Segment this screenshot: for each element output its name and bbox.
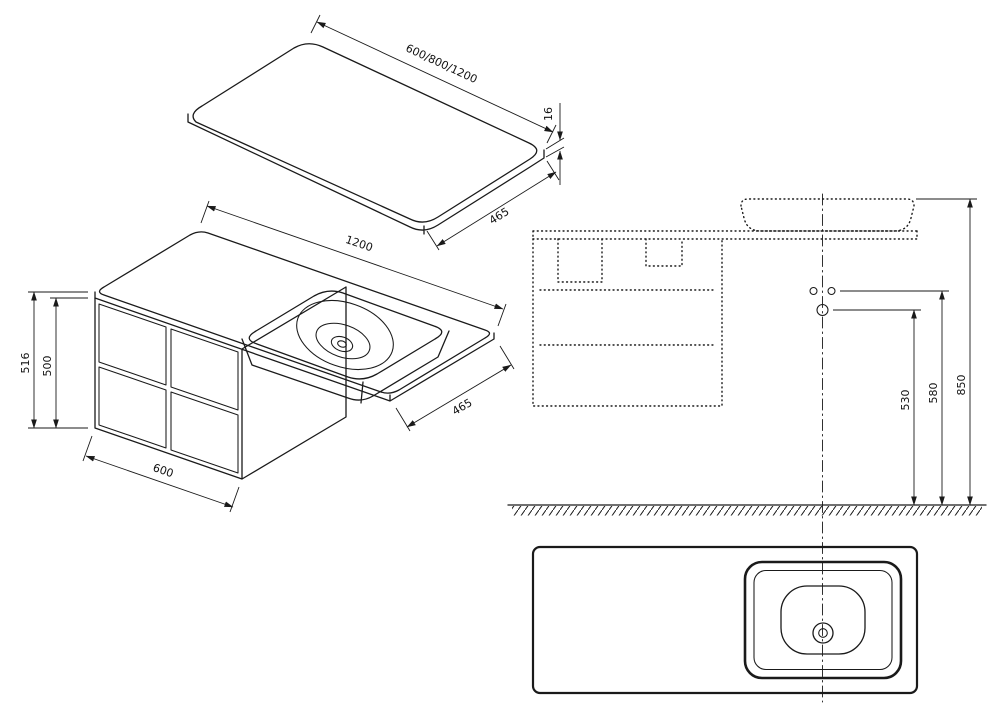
drain-inner: [337, 340, 347, 348]
thickness-extension-lines: [545, 137, 565, 158]
dim-label-width-options: 600/800/1200: [404, 42, 480, 86]
floor-hatch: [512, 506, 982, 516]
sink-rim: [248, 290, 443, 380]
dim-label-outlet-height: 530: [899, 390, 912, 411]
dim-label-width: 1200: [344, 233, 375, 254]
depth-dimension-line: [406, 364, 512, 428]
drain-outer: [330, 335, 354, 353]
drain-plan-outer: [812, 622, 834, 644]
cabinet-hidden-outline: [532, 238, 723, 407]
sink-body-edges: [241, 330, 450, 404]
width-dimension-line: [316, 21, 554, 133]
depth-extension-lines: [395, 345, 515, 432]
cabinet-width-extension-lines: [82, 435, 240, 513]
front-elevation-view: 530 580 850: [507, 193, 987, 703]
plan-view: [531, 545, 919, 695]
dim-label-cabinet-width: 600: [151, 461, 175, 480]
width-extension-lines: [200, 200, 507, 327]
mixer-hole-right: [827, 286, 836, 296]
cabinet-hidden-details: [539, 238, 715, 346]
vanity-isometric-view: 1200 516 500 600 465: [19, 200, 515, 513]
width-dimension-line: [206, 205, 504, 310]
countertop-plan-outline: [531, 545, 919, 695]
width-extension-lines: [310, 14, 557, 144]
sink-plan-rim: [753, 569, 893, 671]
dim-label-depth: 465: [487, 205, 512, 227]
dim-label-cabinet-height: 500: [41, 356, 54, 377]
countertop-top-face: [192, 43, 538, 223]
dim-label-thickness: 16: [542, 107, 555, 121]
drawer-fronts: [98, 303, 239, 474]
height-extension-lines: [833, 198, 977, 311]
sink-plan-outer: [743, 560, 903, 680]
mixer-hole-left: [809, 286, 818, 296]
dim-label-total-height: 516: [19, 353, 32, 374]
dim-label-rim-height: 850: [955, 375, 968, 396]
countertop-isometric-view: 600/800/1200 16 465: [187, 14, 565, 251]
washbasin-hidden-outline: [740, 198, 915, 232]
cabinet-width-dimension-line: [85, 455, 234, 508]
height-extension-lines: [28, 291, 88, 429]
sink-plan-basin: [780, 585, 866, 655]
vanity-countertop-face: [98, 231, 491, 394]
dim-label-mixer-height: 580: [927, 383, 940, 404]
countertop-hidden-outline: [532, 230, 918, 240]
sink-bowl: [315, 322, 371, 360]
depth-extension-lines: [426, 160, 560, 251]
drain-plan-inner: [818, 628, 828, 638]
